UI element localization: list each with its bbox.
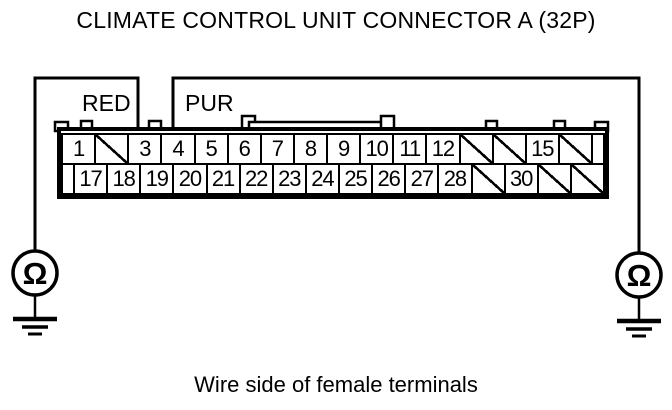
- pin-cell-5: 5: [193, 133, 229, 165]
- pin-cell-21: 21: [205, 163, 241, 195]
- pin-cell-32-blocked: [569, 163, 605, 195]
- wire-left-red: [33, 76, 140, 252]
- diagram-title: CLIMATE CONTROL UNIT CONNECTOR A (32P): [76, 7, 596, 33]
- pin-cell-24: 24: [304, 163, 340, 195]
- pin-cell-18: 18: [106, 163, 142, 195]
- pin-cell-29-blocked: [470, 163, 506, 195]
- pin-cell-31-blocked: [536, 163, 572, 195]
- pin-cell-9: 9: [326, 133, 362, 165]
- wire-right-pur: [171, 76, 641, 255]
- pin-cell-13-blocked: [458, 133, 494, 165]
- pin-cell-7: 7: [259, 133, 295, 165]
- ground-symbol-right: [617, 297, 661, 338]
- pin-cell-26: 26: [371, 163, 407, 195]
- pin-cell-16-blocked: [557, 133, 593, 165]
- pin-cell-11: 11: [392, 133, 428, 165]
- pin-cell-27: 27: [404, 163, 440, 195]
- pin-cell-10: 10: [359, 133, 395, 165]
- cell-spacer-top-right: [591, 133, 605, 165]
- pin-cell-12: 12: [425, 133, 461, 165]
- ohmmeter-symbol-left: Ω: [22, 255, 48, 291]
- connector-bottom-row: 17 18 19 20 21 22 23 24 25 26 27 28 30: [61, 163, 605, 195]
- wire-color-label-pur: PUR: [185, 90, 234, 116]
- ground-symbol-left: [13, 295, 57, 336]
- pin-cell-20: 20: [172, 163, 208, 195]
- connector-top-row: 1 3 4 5 6 7 8 9 10 11 12 15: [61, 133, 605, 165]
- pin-cell-28: 28: [437, 163, 473, 195]
- pin-cell-30: 30: [503, 163, 539, 195]
- pin-cell-1: 1: [61, 133, 97, 165]
- connector-housing: 1 3 4 5 6 7 8 9 10 11 12 15 17 18 19 20 …: [57, 127, 609, 199]
- pin-cell-6: 6: [226, 133, 262, 165]
- wire-color-label-red: RED: [82, 90, 131, 116]
- pin-cell-25: 25: [338, 163, 374, 195]
- pin-cell-23: 23: [271, 163, 307, 195]
- pin-cell-17: 17: [73, 163, 109, 195]
- pin-cell-22: 22: [238, 163, 274, 195]
- pin-cell-4: 4: [160, 133, 196, 165]
- pin-cell-3: 3: [127, 133, 163, 165]
- ohmmeter-symbol-right: Ω: [626, 257, 652, 293]
- diagram-caption: Wire side of female terminals: [194, 372, 478, 397]
- pin-cell-19: 19: [139, 163, 175, 195]
- pin-cell-14-blocked: [491, 133, 527, 165]
- pin-cell-15: 15: [524, 133, 560, 165]
- pin-cell-8: 8: [292, 133, 328, 165]
- pin-cell-2-blocked: [94, 133, 130, 165]
